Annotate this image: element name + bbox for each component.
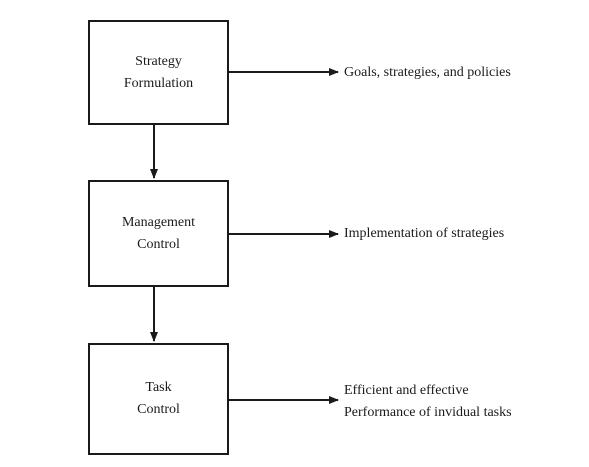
- task-control-label-line1: Task: [145, 380, 172, 395]
- task-control-label-line2: Control: [137, 402, 180, 417]
- outcome-goals-text: Goals, strategies, and policies: [344, 62, 511, 84]
- outcome-implementation-text: Implementation of strategies: [344, 223, 504, 245]
- strategy-formulation-label-line1: Strategy: [135, 53, 182, 69]
- management-control-label-line1: Management: [121, 214, 196, 230]
- outcome-efficient-label-line1: Efficient and effective: [344, 383, 469, 398]
- outcome-efficient-text: Efficient and effective Performance of i…: [344, 380, 512, 424]
- management-control-label-line2: Control: [137, 236, 180, 252]
- outcome-efficient-label-line2: Performance of invidual tasks: [344, 405, 512, 420]
- task-control-box: Task Control: [88, 343, 229, 455]
- management-control-box: Management Control: [88, 180, 229, 287]
- strategy-formulation-label-line2: Formulation: [123, 75, 194, 91]
- outcome-goals-label: Goals, strategies, and policies: [344, 65, 511, 80]
- strategy-formulation-box: Strategy Formulation: [88, 20, 229, 125]
- outcome-implementation-label: Implementation of strategies: [344, 226, 505, 241]
